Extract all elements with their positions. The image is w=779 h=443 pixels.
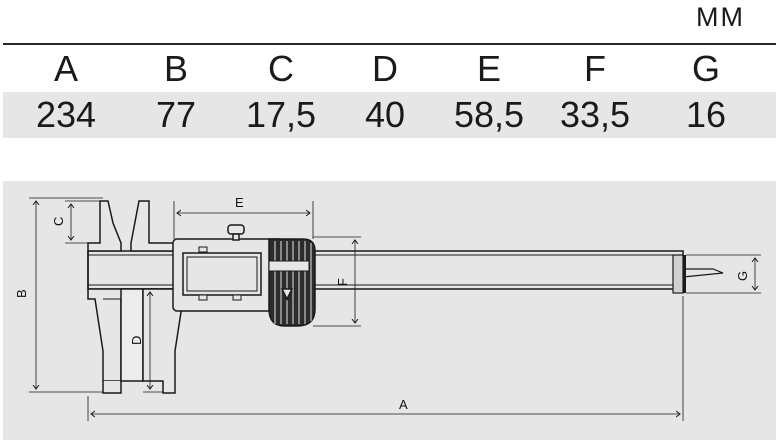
slider-head xyxy=(172,224,284,312)
header-a: A xyxy=(53,48,78,89)
dimension-c xyxy=(65,200,100,244)
dimension-label-d: D xyxy=(129,336,144,345)
dimension-label-a: A xyxy=(399,397,408,412)
dimension-b xyxy=(29,197,103,393)
dimension-label-b: B xyxy=(14,289,29,298)
value-f: 33,5 xyxy=(559,94,631,135)
header-b: B xyxy=(163,48,188,89)
dimension-value-row: 234 77 17,5 40 58,5 33,5 16 xyxy=(3,92,776,138)
dimension-label-c: C xyxy=(51,217,66,226)
depth-jaw xyxy=(120,200,184,394)
dimension-e xyxy=(173,201,314,239)
header-d: D xyxy=(372,48,398,89)
caliper-diagram-panel: A B C D E xyxy=(3,181,776,440)
value-a: 234 xyxy=(35,94,97,135)
value-c: 17,5 xyxy=(245,94,317,135)
unit-label: MM xyxy=(696,2,745,32)
header-f: F xyxy=(584,48,606,89)
dimension-g xyxy=(686,254,761,294)
header-g: G xyxy=(691,48,720,89)
thumb-wheel xyxy=(268,238,316,327)
header-c: C xyxy=(268,48,294,89)
dimension-f xyxy=(313,236,361,327)
header-rule xyxy=(3,43,776,45)
dimension-d xyxy=(143,288,163,393)
header-e: E xyxy=(476,48,501,89)
value-g: 16 xyxy=(685,94,727,135)
dimension-label-e: E xyxy=(235,195,244,210)
dimension-a xyxy=(87,296,684,421)
dimension-label-g: G xyxy=(735,271,750,281)
value-b: 77 xyxy=(155,94,197,135)
caliper-drawing: A B C D E xyxy=(14,195,761,421)
dimension-header-row: A B C D E F G xyxy=(3,46,776,92)
value-e: 58,5 xyxy=(453,94,525,135)
value-d: 40 xyxy=(364,94,406,135)
dimension-label-f: F xyxy=(335,278,350,286)
